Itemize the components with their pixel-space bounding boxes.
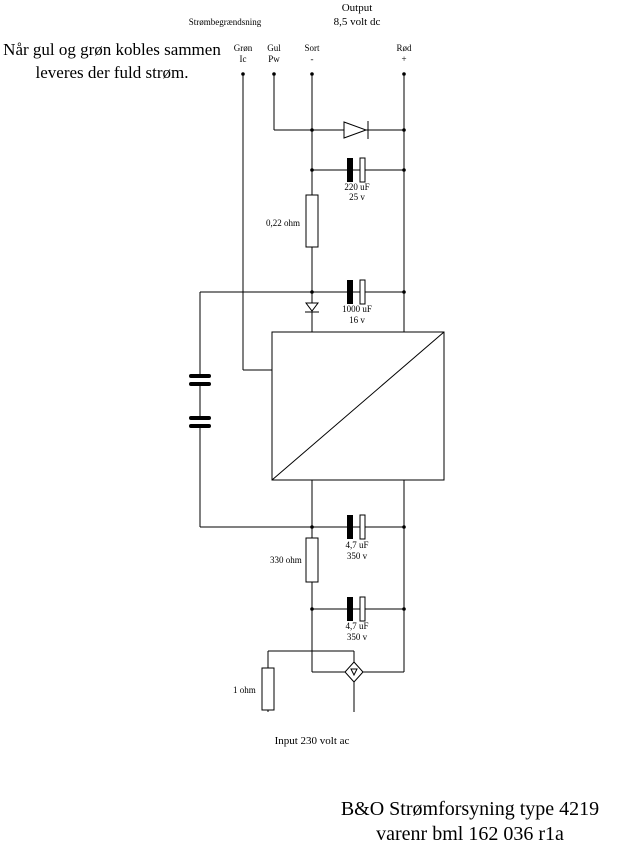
c-hv1-capacitor-plate xyxy=(359,514,366,540)
terminal-yellow-label: Gul xyxy=(267,43,281,53)
current-limit-label: Strømbegrændsning xyxy=(189,17,262,27)
output-label: Output xyxy=(342,2,373,14)
c1000-capacitor-icon xyxy=(347,280,353,304)
r-1ohm-resistor-icon xyxy=(261,667,275,711)
terminal-black-label: Sort xyxy=(304,43,320,53)
output-diode-icon xyxy=(343,121,368,139)
note-line-2: leveres der fuld strøm. xyxy=(36,63,189,82)
c-hv2-voltage: 350 v xyxy=(347,632,368,642)
c-hv1-value: 4,7 uF xyxy=(345,540,368,550)
y-capacitor-1-plate xyxy=(189,382,211,386)
junction-dot xyxy=(310,168,314,172)
c220-voltage: 25 v xyxy=(349,192,365,202)
r-330-label: 330 ohm xyxy=(270,555,302,565)
junction-dot xyxy=(310,290,314,294)
input-label: Input 230 volt ac xyxy=(275,735,350,747)
terminal-green-sub: Ic xyxy=(240,54,247,64)
c220-value: 220 uF xyxy=(344,182,369,192)
r-sense-label: 0,22 ohm xyxy=(266,218,300,228)
junction-dot xyxy=(402,290,406,294)
c1000-capacitor-plate xyxy=(359,279,366,305)
junction-dot xyxy=(402,525,406,529)
terminal-red-sub: + xyxy=(401,54,406,64)
output-voltage-label: 8,5 volt dc xyxy=(334,16,381,28)
terminal-yellow-sub: Pw xyxy=(268,54,280,64)
y-capacitor-2-icon xyxy=(189,416,211,420)
c220-capacitor-plate xyxy=(359,157,366,183)
c1000-value: 1000 uF xyxy=(342,304,372,314)
junction-dot xyxy=(402,607,406,611)
c1000-voltage: 16 v xyxy=(349,315,365,325)
junction-dot xyxy=(310,525,314,529)
junction-dot xyxy=(402,128,406,132)
r-sense-resistor-icon xyxy=(305,194,319,248)
rail-diode-icon xyxy=(305,302,319,312)
r-1ohm-label: 1 ohm xyxy=(233,685,256,695)
transformer-diagonal xyxy=(271,331,445,481)
y-capacitor-2-plate xyxy=(189,424,211,428)
bridge-rectifier-diode-icon xyxy=(350,668,358,677)
terminal-red-label: Rød xyxy=(396,43,412,53)
footer-part-number: varenr bml 162 036 r1a xyxy=(376,823,564,845)
r-330-resistor-icon xyxy=(305,537,319,583)
y-capacitor-1-icon xyxy=(189,374,211,378)
terminal-green-label: Grøn xyxy=(234,43,253,53)
c-hv1-capacitor-icon xyxy=(347,515,353,539)
c220-capacitor-icon xyxy=(347,158,353,182)
junction-dot xyxy=(310,607,314,611)
c-hv2-value: 4,7 uF xyxy=(345,621,368,631)
c-hv1-voltage: 350 v xyxy=(347,551,368,561)
terminal-black-sub: - xyxy=(311,54,314,64)
junction-dot xyxy=(402,168,406,172)
junction-dot xyxy=(310,128,314,132)
c-hv2-capacitor-icon xyxy=(347,597,353,621)
footer-title: B&O Strømforsyning type 4219 xyxy=(341,798,599,820)
c-hv2-capacitor-plate xyxy=(359,596,366,622)
note-line-1: Når gul og grøn kobles sammen xyxy=(3,40,221,59)
